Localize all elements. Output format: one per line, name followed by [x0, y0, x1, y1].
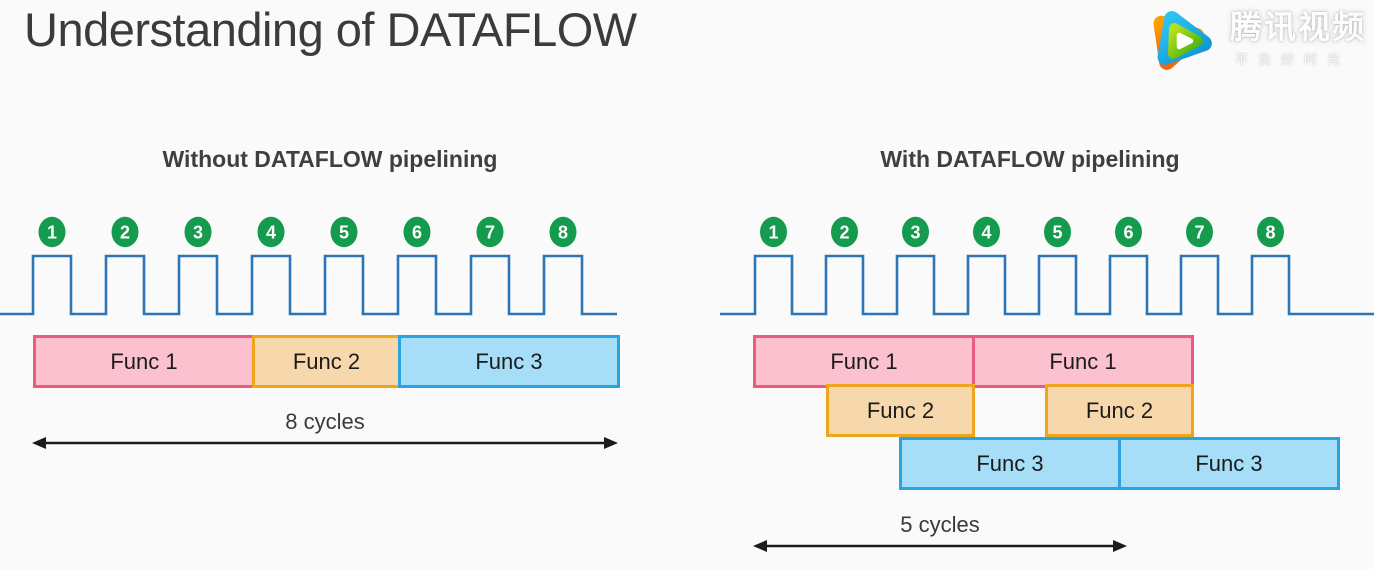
func-block-with-func1: Func 1	[753, 335, 975, 388]
svg-text:5: 5	[339, 223, 349, 243]
svg-text:3: 3	[910, 223, 920, 243]
func-block-without-func2: Func 2	[252, 335, 401, 388]
right-diagram-title: With DATAFLOW pipelining	[880, 146, 1180, 172]
svg-text:3: 3	[193, 223, 203, 243]
left-diagram-title: Without DATAFLOW pipelining	[162, 146, 498, 172]
measure-arrow-without	[32, 437, 618, 449]
func-block-without-func3: Func 3	[398, 335, 620, 388]
svg-text:1: 1	[47, 223, 57, 243]
cycle-marker: 2	[111, 216, 139, 248]
watermark-text: 腾讯视频 不负好时光	[1230, 8, 1366, 68]
svg-text:7: 7	[485, 223, 495, 243]
svg-text:1: 1	[768, 223, 778, 243]
cycle-marker: 1	[38, 216, 66, 248]
cycle-marker: 8	[1257, 216, 1284, 248]
cycle-marker: 6	[403, 216, 431, 248]
cycle-marker: 8	[549, 216, 577, 248]
svg-text:5: 5	[1052, 223, 1062, 243]
svg-text:2: 2	[120, 223, 130, 243]
svg-text:4: 4	[981, 223, 991, 243]
func-block-without-func1: Func 1	[33, 335, 255, 388]
func-block-with-func2: Func 2	[826, 384, 975, 437]
func-block-with-func2: Func 2	[1045, 384, 1194, 437]
svg-text:6: 6	[412, 223, 422, 243]
cycle-marker: 5	[330, 216, 358, 248]
cycle-marker: 6	[1115, 216, 1142, 248]
tencent-video-watermark: 腾讯视频 不负好时光	[1146, 8, 1366, 72]
watermark-slogan: 不负好时光	[1234, 52, 1350, 68]
cycle-marker: 7	[476, 216, 504, 248]
func-block-with-func3: Func 3	[1118, 437, 1340, 490]
cycle-marker: 3	[902, 216, 929, 248]
cycle-marker: 7	[1186, 216, 1213, 248]
right-measure-label: 5 cycles	[900, 512, 980, 537]
left-measure-label: 8 cycles	[285, 409, 365, 434]
cycle-marker: 4	[973, 216, 1000, 248]
tencent-video-logo-icon	[1153, 11, 1212, 70]
page-title: Understanding of DATAFLOW	[24, 3, 637, 56]
clock-waveform-without	[0, 254, 617, 316]
cycle-marker: 3	[184, 216, 212, 248]
func-block-with-func1: Func 1	[972, 335, 1194, 388]
svg-text:4: 4	[266, 223, 276, 243]
cycle-marker: 1	[760, 216, 787, 248]
cycle-marker: 4	[257, 216, 285, 248]
cycle-marker: 5	[1044, 216, 1071, 248]
svg-text:2: 2	[839, 223, 849, 243]
cycle-marker: 2	[831, 216, 858, 248]
svg-text:8: 8	[558, 223, 568, 243]
clock-waveform-with	[720, 254, 1374, 316]
play-icon	[1176, 32, 1194, 50]
func-block-with-func3: Func 3	[899, 437, 1121, 490]
watermark-brand: 腾讯视频	[1229, 9, 1366, 45]
svg-text:6: 6	[1123, 223, 1133, 243]
measure-arrow-with	[753, 540, 1127, 552]
svg-text:7: 7	[1194, 223, 1204, 243]
svg-text:8: 8	[1265, 223, 1275, 243]
